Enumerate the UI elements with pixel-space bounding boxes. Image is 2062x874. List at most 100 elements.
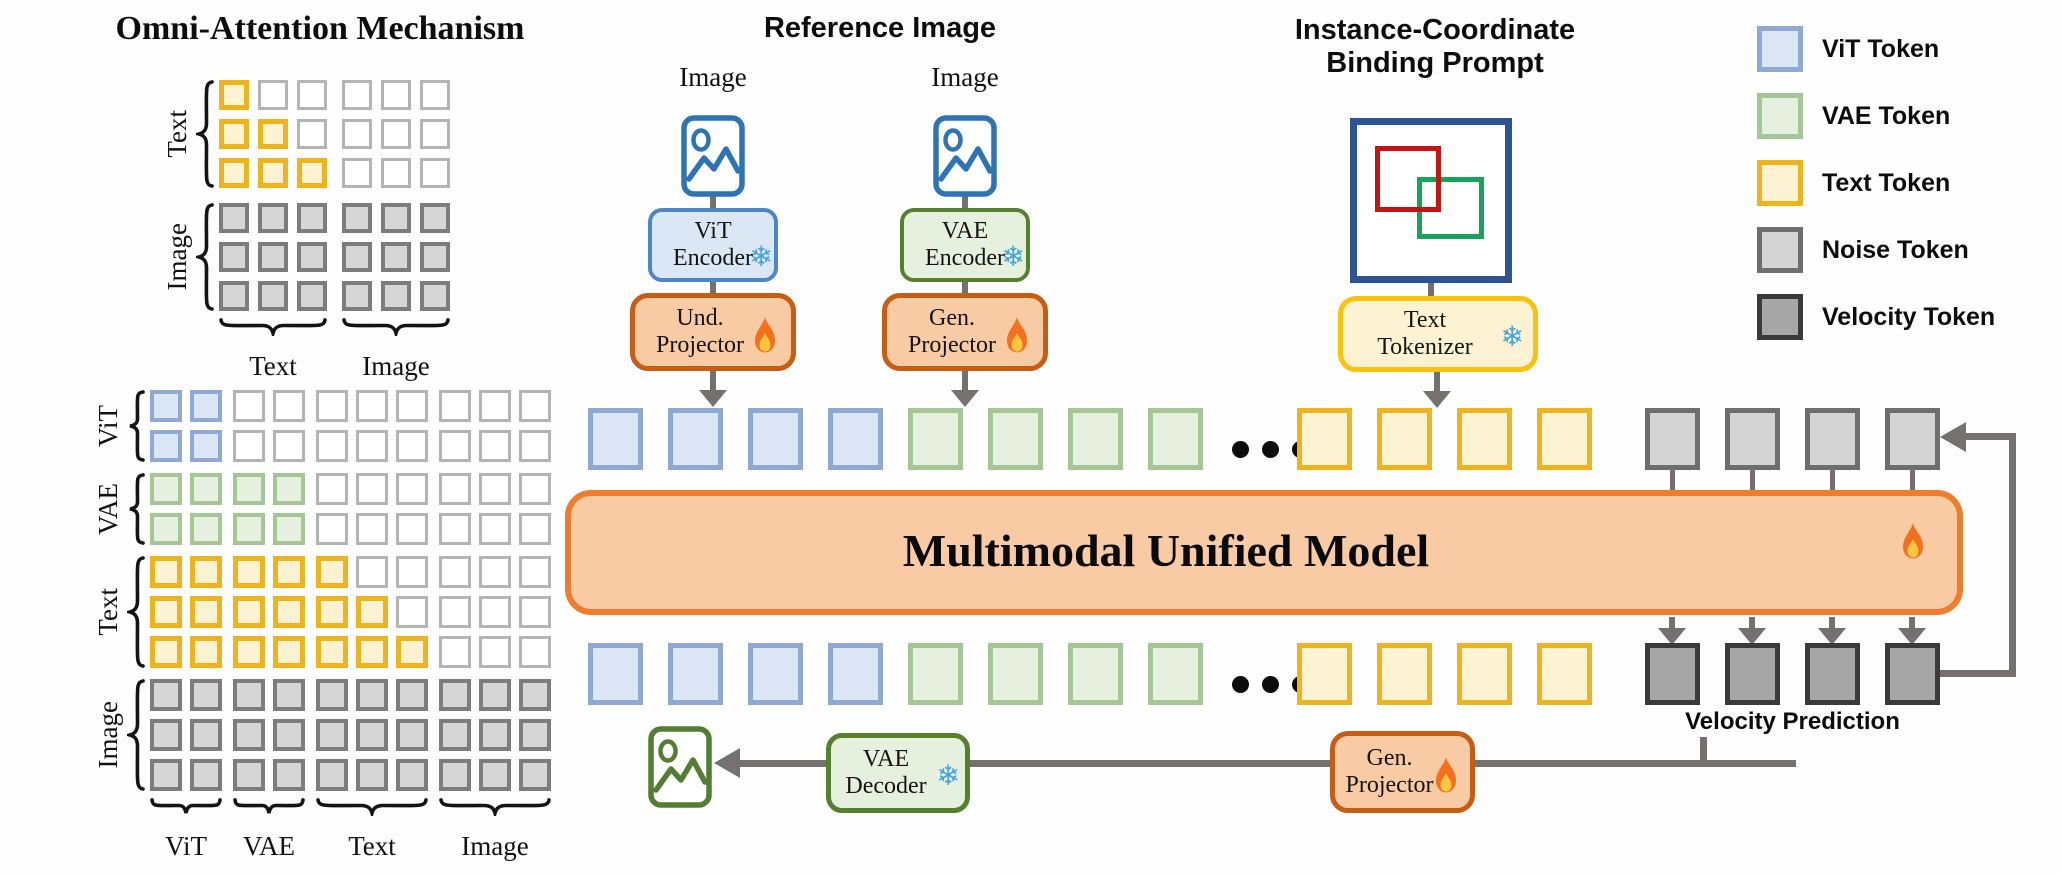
noise-stub-line — [1830, 470, 1835, 491]
attention-cell — [381, 242, 411, 272]
vit-encoder-label: ViT Encoder — [673, 218, 753, 271]
attention-cell — [342, 203, 372, 233]
vae-token — [908, 408, 963, 470]
arrow-down-icon — [1818, 628, 1846, 645]
binding-prompt-title: Instance-Coordinate Binding Prompt — [1294, 14, 1576, 80]
attention-cell — [356, 390, 388, 422]
snowflake-icon: ❄ — [749, 240, 773, 273]
attention-cell — [233, 513, 265, 545]
attention-cell — [273, 556, 305, 588]
noise-token — [1725, 408, 1780, 470]
vit-token — [748, 408, 803, 470]
vit-encoder-box: ViT Encoder ❄ — [648, 208, 778, 282]
attention-cell — [342, 158, 372, 188]
attention-cell — [190, 596, 222, 628]
vit-token-group — [588, 643, 883, 705]
attention-cell — [316, 719, 348, 751]
attention-cell — [297, 80, 327, 110]
attention-cell — [479, 556, 511, 588]
attention-cell — [519, 719, 551, 751]
attention-cell — [273, 759, 305, 791]
attention-cell — [150, 556, 182, 588]
attention-cell — [233, 556, 265, 588]
vae-token — [1148, 408, 1203, 470]
attention-cell — [420, 119, 450, 149]
text-token-swatch — [1757, 160, 1803, 206]
arrow-left-icon — [714, 748, 740, 778]
gen-projector-output-label: Gen. Projector — [1345, 745, 1434, 798]
attention-cell — [316, 473, 348, 505]
attention-cell — [190, 636, 222, 668]
attention-cell — [150, 473, 182, 505]
attention-cell — [316, 390, 348, 422]
feedback-line — [2009, 433, 2016, 677]
attention-cell — [233, 636, 265, 668]
noise-stub-line — [1750, 470, 1755, 491]
matrix-col-label: ViT — [165, 831, 207, 861]
dot — [1232, 676, 1249, 693]
noise-token-swatch — [1757, 227, 1803, 273]
vae-token — [1068, 408, 1123, 470]
attention-cell — [233, 390, 265, 422]
attention-cell — [219, 242, 249, 272]
legend-label: ViT Token — [1822, 34, 1940, 63]
attention-cell — [150, 430, 182, 462]
attention-cell — [396, 390, 428, 422]
text-tokenizer-box: Text Tokenizer ❄ — [1338, 296, 1538, 372]
dot — [1262, 441, 1279, 458]
matrix-col-label: Image — [461, 831, 529, 861]
image-icon — [680, 114, 746, 198]
feedback-line — [1964, 433, 2016, 440]
attention-cell — [439, 679, 471, 711]
attention-cell — [297, 119, 327, 149]
noise-stub-line — [1670, 470, 1675, 491]
attention-cell — [479, 636, 511, 668]
velocity-token-group — [1645, 643, 1940, 705]
decode-line — [1700, 737, 1707, 763]
snowflake-icon: ❄ — [936, 759, 960, 792]
attention-cell — [396, 473, 428, 505]
flow-line — [710, 371, 716, 391]
attention-cell — [190, 473, 222, 505]
brace-icon — [150, 797, 222, 819]
attention-cell — [519, 636, 551, 668]
feedback-line — [1940, 670, 2016, 677]
text-token-group — [1297, 643, 1592, 705]
noise-token — [1805, 408, 1860, 470]
text-token — [1457, 643, 1512, 705]
brace-icon — [233, 797, 305, 819]
legend-item: VAE Token — [1757, 93, 1995, 139]
vae-token — [1068, 643, 1123, 705]
vit-token — [748, 643, 803, 705]
attention-cell — [150, 390, 182, 422]
text-token-group — [1297, 408, 1592, 470]
flame-icon — [1001, 316, 1033, 356]
attention-cell — [519, 596, 551, 628]
attention-cell — [381, 281, 411, 311]
dot — [1262, 676, 1279, 693]
attention-cell — [439, 430, 471, 462]
attention-cell — [439, 390, 471, 422]
attention-cell — [356, 596, 388, 628]
attention-cell — [439, 719, 471, 751]
attention-cell — [439, 596, 471, 628]
vae-token-swatch — [1757, 93, 1803, 139]
attention-cell — [316, 430, 348, 462]
vit-token — [828, 643, 883, 705]
vit-input-label: Image — [679, 62, 747, 92]
attention-cell — [273, 473, 305, 505]
vit-token — [828, 408, 883, 470]
und-projector-label: Und. Projector — [656, 305, 744, 358]
matrix-row-group: Image — [53, 679, 145, 791]
attention-cell — [233, 430, 265, 462]
matrix-row-label: VAE — [93, 482, 123, 535]
attention-cell — [190, 719, 222, 751]
attention-cell — [519, 430, 551, 462]
matrix-col-label: Text — [249, 351, 297, 381]
matrix-row-label: Text — [162, 110, 192, 158]
flame-icon — [1897, 522, 1929, 562]
vit-token-group — [588, 408, 883, 470]
attention-cell — [396, 596, 428, 628]
